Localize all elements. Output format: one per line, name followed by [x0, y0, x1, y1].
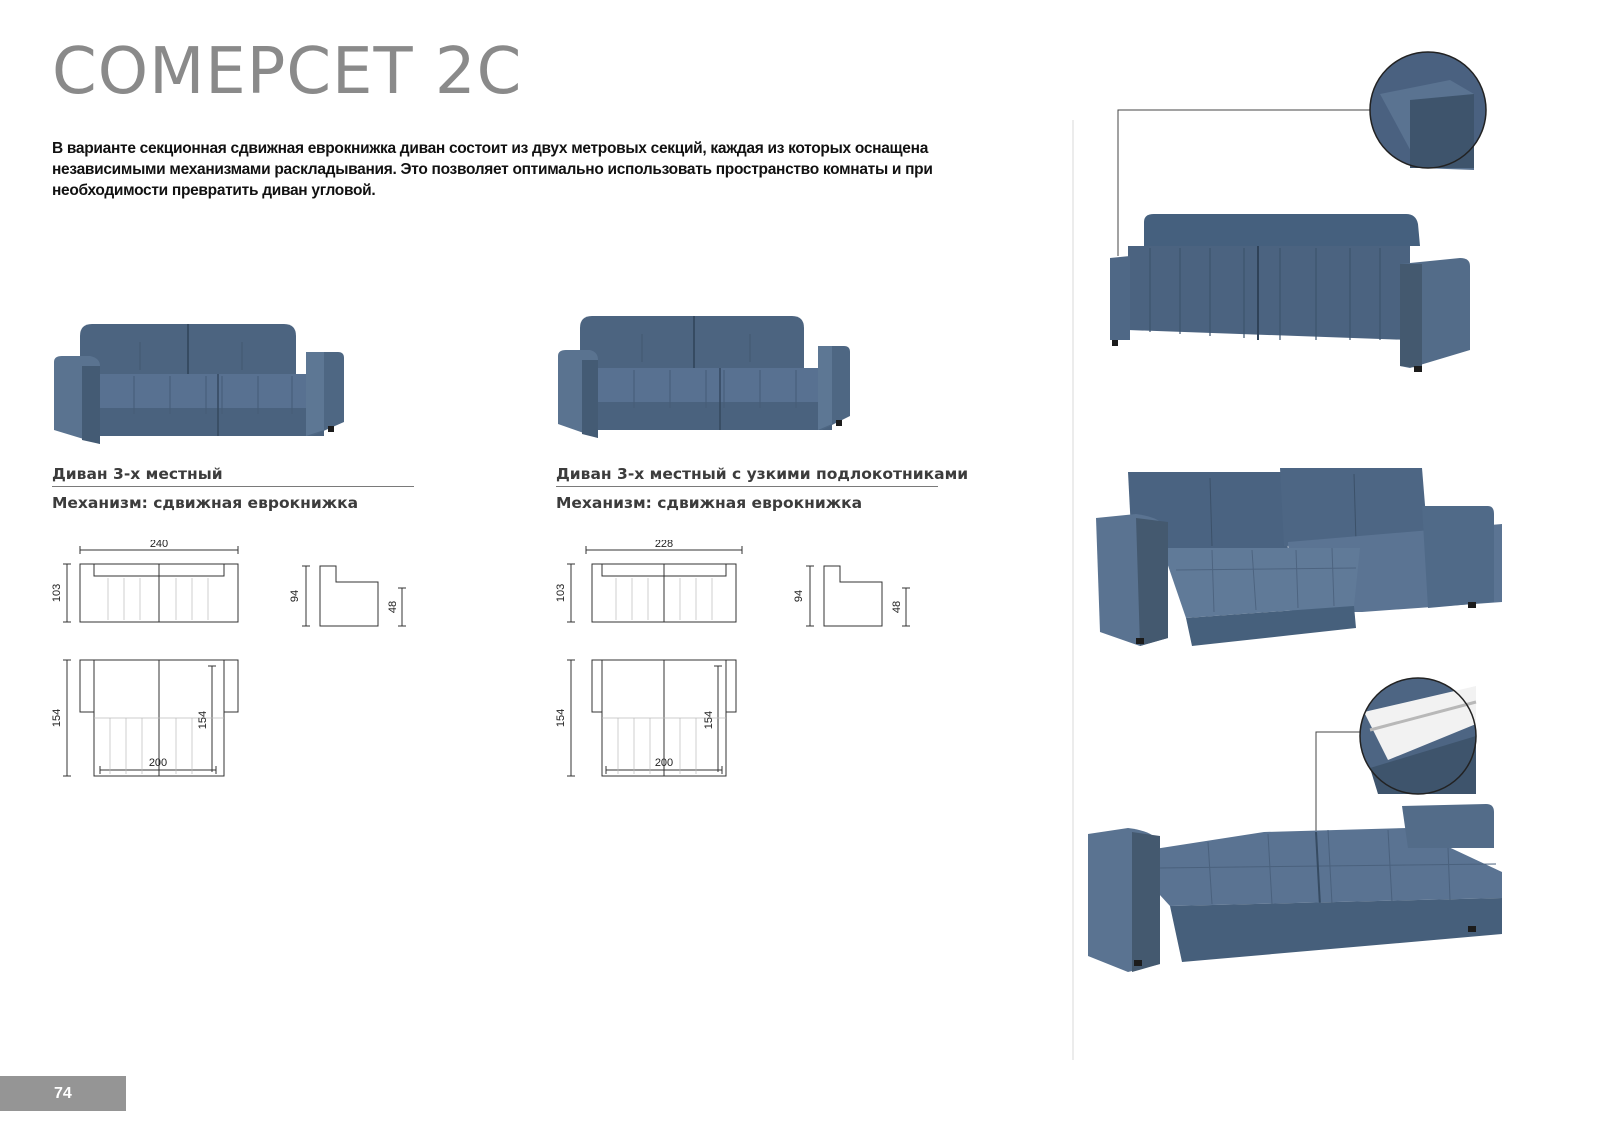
product-title-2: Диван 3-х местный с узкими подлокотникам… — [556, 465, 969, 483]
sofa-image-product-1 — [54, 324, 344, 444]
product-mechanism-1: Механизм: сдвижная еврокнижка — [52, 494, 359, 512]
product-rule-2 — [556, 486, 938, 487]
dim-bed-depth-inner-1: 154 — [197, 711, 209, 729]
sofa-image-product-2 — [558, 316, 850, 438]
dim-width-1: 240 — [150, 540, 168, 550]
dim-bed-depth-1: 154 — [52, 709, 63, 727]
intro-paragraph: В варианте секционная сдвижная еврокнижк… — [52, 140, 933, 199]
dim-depth-1: 103 — [52, 584, 63, 602]
dim-bed-width-2: 200 — [655, 757, 673, 769]
sofa-corner-configuration-image — [1096, 468, 1502, 646]
dim-seat-2: 48 — [891, 601, 903, 613]
column-divider — [1072, 120, 1074, 1060]
sofa-bed-unfolded-image — [1088, 677, 1502, 972]
dim-width-2: 228 — [655, 540, 673, 550]
dim-bed-width-1: 200 — [149, 757, 167, 769]
dim-height-1: 94 — [289, 590, 301, 602]
dim-bed-depth-2: 154 — [556, 709, 567, 727]
product-mechanism-2: Механизм: сдвижная еврокнижка — [556, 494, 863, 512]
product-title-1: Диван 3-х местный — [52, 465, 223, 483]
dim-bed-depth-inner-2: 154 — [703, 711, 715, 729]
dimension-drawing-product-2: 228 103 94 48 154 154 200 — [556, 540, 910, 777]
page-number: 74 — [0, 1076, 126, 1111]
dim-seat-1: 48 — [387, 601, 399, 613]
sofa-back-view-image — [1110, 51, 1487, 372]
dimension-drawing-product-1: 240 103 94 48 154 154 200 — [52, 540, 406, 777]
page-title: СОМЕРСЕТ 2С — [52, 35, 523, 109]
dim-height-2: 94 — [793, 590, 805, 602]
product-rule-1 — [52, 486, 414, 487]
dim-depth-2: 103 — [556, 584, 567, 602]
